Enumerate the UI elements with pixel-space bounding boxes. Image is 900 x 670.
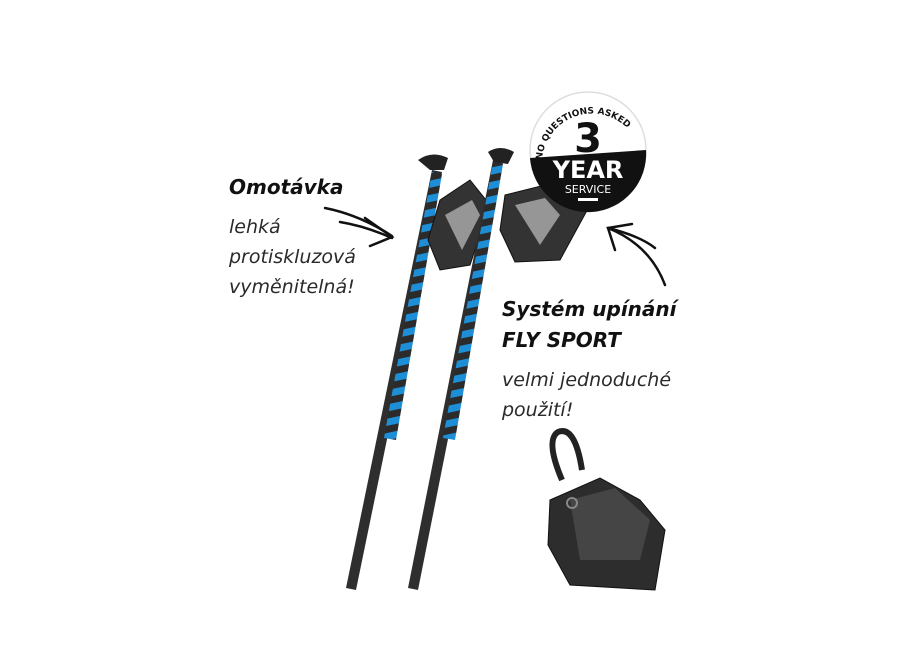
right-callout-title: Systém upínání [502,297,677,321]
left-callout-line: vyměnitelná! [229,276,355,298]
service-badge: NO QUESTIONS ASKED 3 YEAR SERVICE [529,91,647,213]
pole-right [408,148,591,590]
svg-text:SERVICE: SERVICE [565,183,611,196]
left-callout-line: protiskluzová [229,246,356,268]
right-callout-line: použití! [502,399,574,421]
svg-text:YEAR: YEAR [552,156,624,184]
arrow-right-icon [606,222,667,287]
right-callout-subtitle: FLY SPORT [502,328,621,352]
strap-detail-image [547,428,666,591]
right-callout-line: velmi jednoduché [502,369,672,391]
arrow-left-icon [323,206,395,248]
svg-text:3: 3 [574,116,602,162]
left-callout-line: lehká [229,216,281,238]
pole-left-grip-top [418,154,448,170]
pole-left [346,154,491,590]
left-callout-title: Omotávka [229,175,344,199]
pole-right-grip-top [488,148,514,164]
